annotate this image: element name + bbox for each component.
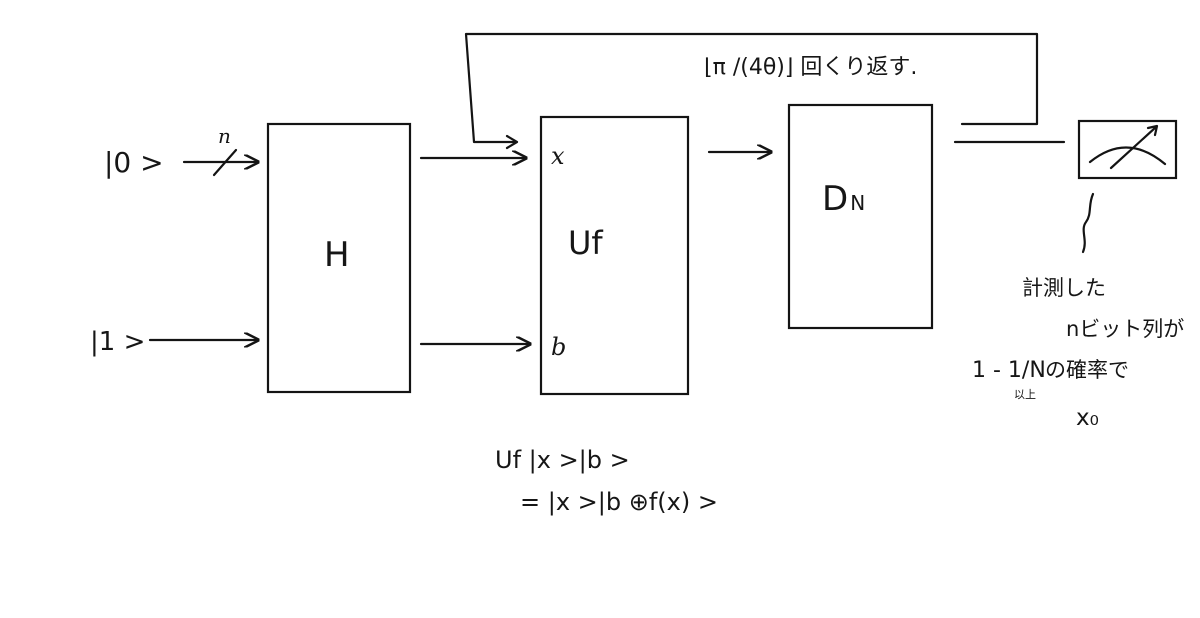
meter-dial-arc bbox=[1088, 146, 1167, 166]
measurement-note-line3-left: 1 - 1/N bbox=[972, 358, 1046, 383]
repeat-loop-label: ⌊π /(4θ)⌋ 回くり返す. bbox=[704, 55, 917, 80]
meter-needle-tip bbox=[1146, 124, 1159, 137]
oracle-gate bbox=[539, 115, 690, 396]
register-slash bbox=[212, 148, 238, 177]
measurement-meter bbox=[1077, 119, 1178, 180]
measurement-note-line2: nビット列が bbox=[1066, 317, 1184, 341]
hadamard-label: H bbox=[324, 235, 350, 275]
diffusion-gate bbox=[787, 103, 934, 330]
measurement-note-line4: x₀ bbox=[1076, 405, 1099, 431]
measurement-note-line1: 計測した bbox=[1022, 276, 1106, 300]
meter-needle bbox=[1109, 125, 1158, 170]
input-ket-0: |0 > bbox=[104, 146, 164, 179]
oracle-label: Uf bbox=[568, 224, 603, 262]
register-size-label: n bbox=[218, 124, 231, 148]
diffusion-label-sub: N bbox=[850, 191, 865, 215]
hadamard-gate bbox=[266, 122, 412, 394]
oracle-definition-line2: = |x >|b ⊕f(x) > bbox=[520, 488, 718, 516]
diffusion-label-main: D bbox=[822, 179, 848, 219]
repeat-loop-arrowhead bbox=[505, 134, 519, 150]
oracle-input-b: b bbox=[551, 333, 566, 361]
measurement-note-small-text: 以上 bbox=[1014, 388, 1036, 401]
input-ket-1: |1 > bbox=[90, 327, 145, 357]
measurement-note-line3-right: の確率で bbox=[1045, 358, 1129, 382]
oracle-input-x: x bbox=[551, 142, 565, 170]
repeat-loop-wire bbox=[464, 32, 1039, 144]
measurement-pointer bbox=[1081, 192, 1095, 254]
oracle-definition-line1: Uf |x >|b > bbox=[495, 446, 630, 474]
